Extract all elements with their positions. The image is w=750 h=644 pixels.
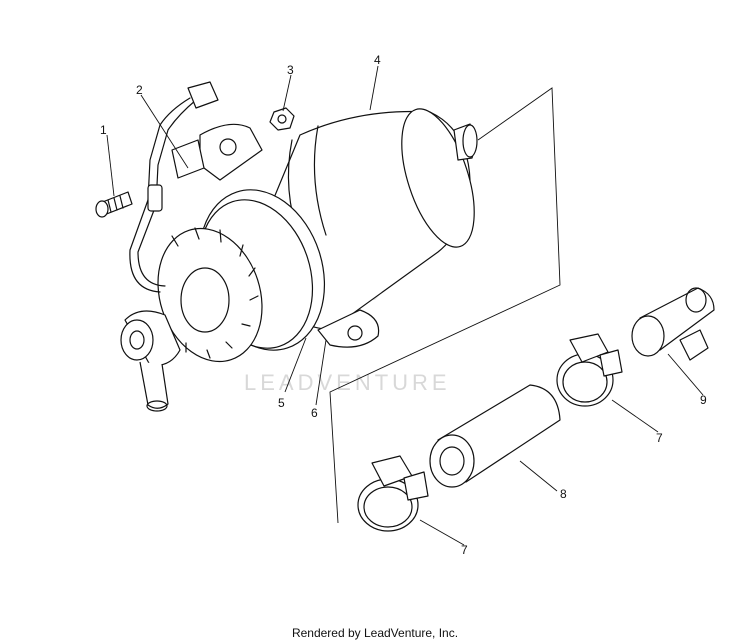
label-part-4: 4 bbox=[374, 53, 381, 67]
label-part-6: 6 bbox=[311, 406, 318, 420]
label-part-9: 9 bbox=[700, 393, 707, 407]
nut bbox=[269, 107, 295, 131]
watermark-text: LEADVENTURE bbox=[244, 370, 451, 395]
leader-lines bbox=[106, 65, 704, 546]
footer-credit: Rendered by LeadVenture, Inc. bbox=[291, 626, 459, 640]
label-part-2: 2 bbox=[136, 83, 143, 97]
end-cap bbox=[157, 227, 263, 363]
label-part-7-lower: 7 bbox=[461, 543, 468, 557]
label-part-8: 8 bbox=[560, 487, 567, 501]
wire-harness bbox=[129, 81, 219, 293]
label-part-3: 3 bbox=[287, 63, 294, 77]
inline-filter bbox=[631, 287, 715, 361]
label-part-5: 5 bbox=[278, 396, 285, 410]
hose-clamp-upper bbox=[556, 333, 623, 407]
fuel-pump-exploded-diagram: LEADVENTURE bbox=[95, 53, 715, 557]
fuel-hose bbox=[429, 384, 561, 488]
assembly-frame bbox=[329, 87, 561, 524]
screw bbox=[95, 191, 133, 218]
hose-clamp-lower bbox=[357, 455, 429, 532]
mounting-bracket bbox=[199, 123, 380, 348]
label-part-7-upper: 7 bbox=[656, 431, 663, 445]
outlet-fitting bbox=[120, 310, 181, 412]
label-part-1: 1 bbox=[100, 123, 107, 137]
